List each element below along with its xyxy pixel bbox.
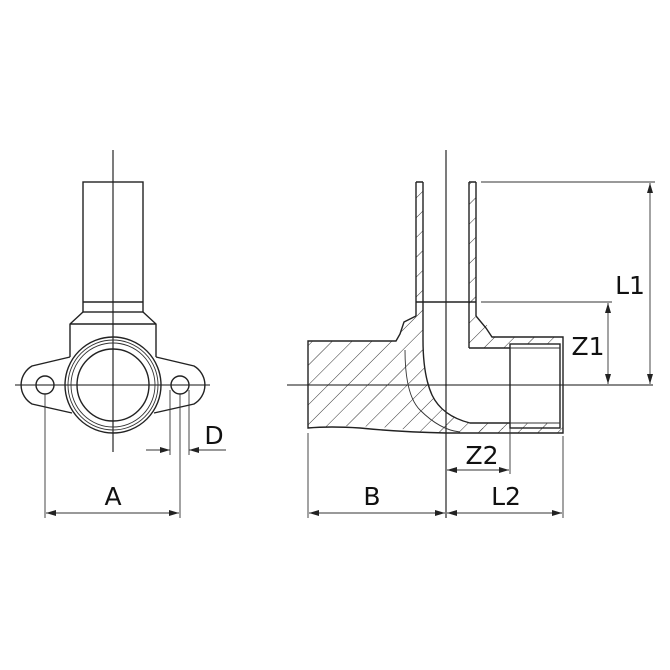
inner-bend — [422, 339, 510, 424]
label-D: D — [204, 421, 223, 450]
label-L1: L1 — [615, 271, 645, 300]
pipe-outline — [82, 181, 144, 313]
label-B: B — [363, 482, 380, 511]
socket-ring-thread — [67, 339, 159, 431]
pipe-section — [415, 181, 477, 348]
front-view: A D — [15, 150, 226, 518]
label-Z1: Z1 — [571, 332, 604, 361]
hatched-body — [308, 302, 510, 433]
body-outline — [307, 315, 564, 434]
label-A: A — [104, 482, 121, 511]
flange-outline — [20, 356, 206, 414]
socket-ring-outer — [64, 336, 162, 434]
bend-hidden-edge — [404, 349, 461, 433]
socket-bore — [76, 348, 150, 422]
pipe-taper — [69, 311, 157, 357]
socket-ring-thread2 — [70, 342, 156, 428]
threaded-socket — [509, 343, 561, 429]
label-Z2: Z2 — [465, 441, 498, 470]
hatched-walls — [416, 182, 563, 433]
label-L2: L2 — [491, 482, 521, 511]
section-view: L1 Z1 Z2 B L2 — [287, 150, 655, 518]
